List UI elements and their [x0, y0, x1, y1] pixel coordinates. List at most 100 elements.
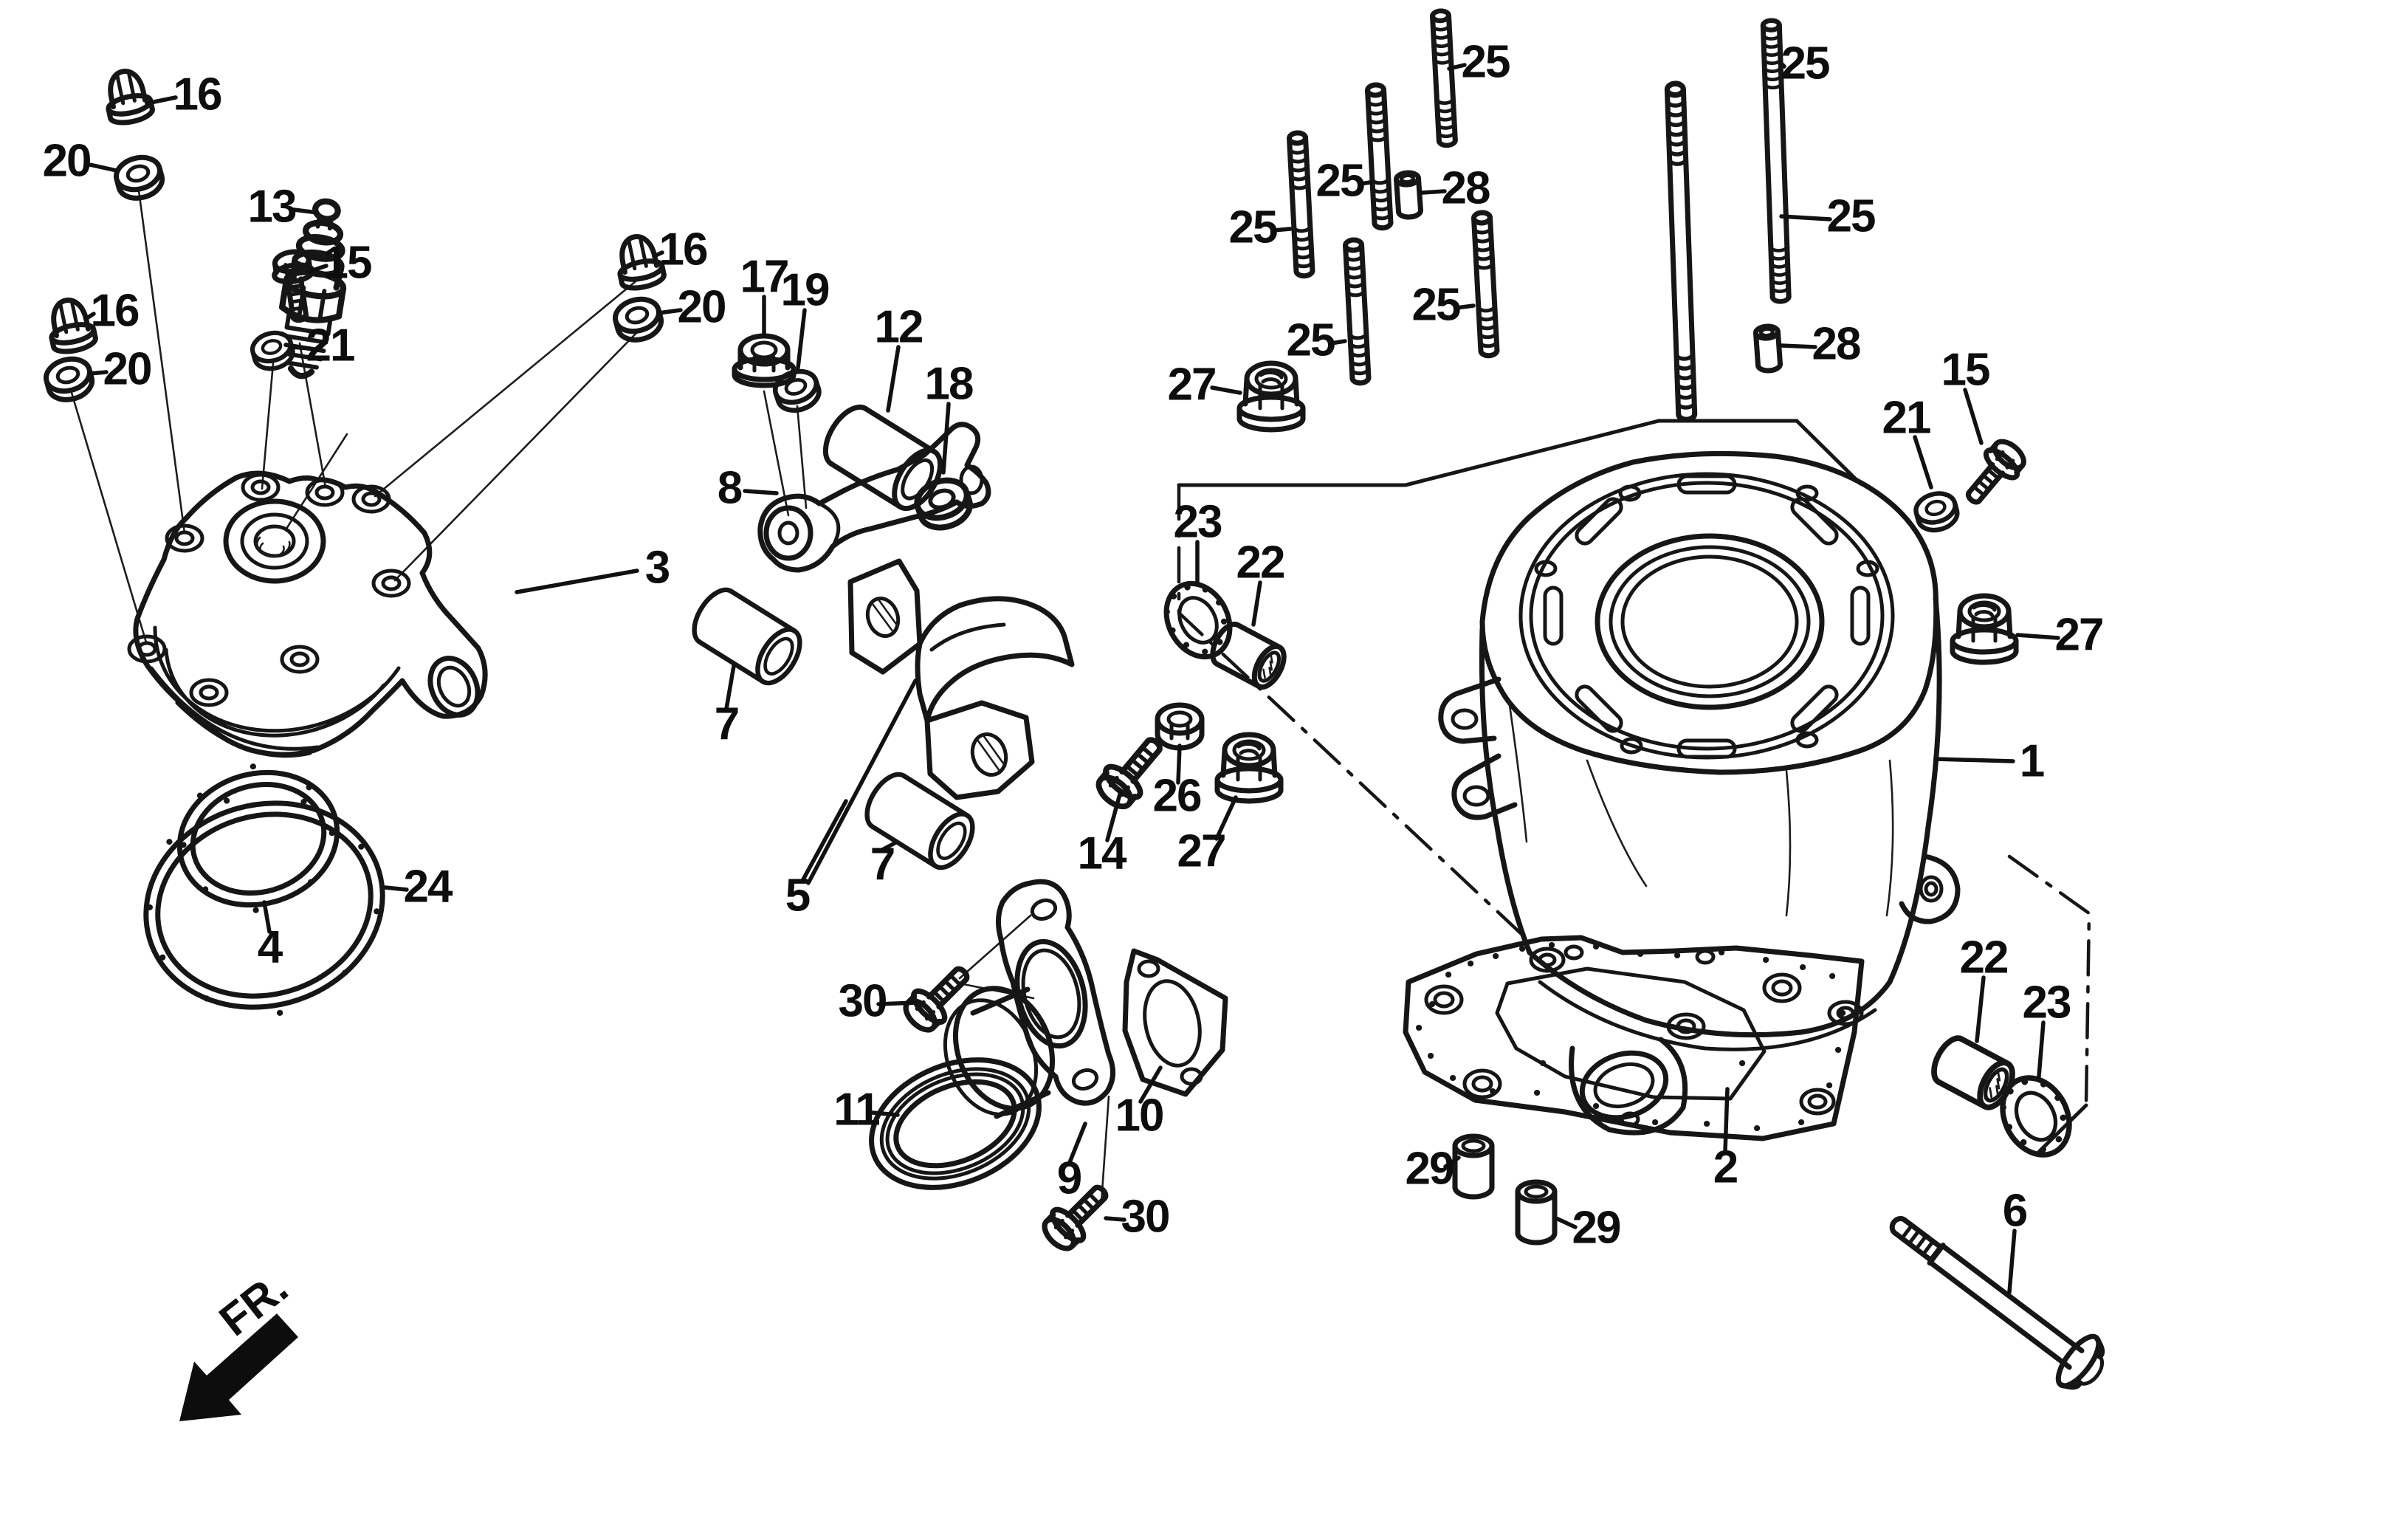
callout-25-16: 25: [1229, 202, 1293, 253]
part-number-label: 23: [2023, 977, 2071, 1028]
leader-line: [1723, 1087, 1730, 1154]
part-number-label: 22: [1960, 932, 2008, 983]
leader-line: [1913, 435, 1933, 490]
leader-line: [941, 402, 951, 475]
cylinder-drawing: [1438, 450, 1961, 1136]
part-number-label: 19: [781, 264, 829, 315]
part-number-label: 23: [1174, 496, 1222, 547]
part-number-label: 22: [1236, 537, 1284, 588]
part-number-label: 10: [1115, 1090, 1163, 1141]
part-number-label: 12: [875, 301, 923, 352]
leader-line: [1447, 63, 1467, 71]
callout-25-23: 25: [1779, 190, 1876, 241]
callout-29-43: 29: [1554, 1202, 1622, 1253]
part-number-label: 13: [248, 181, 296, 232]
part-number-label: 25: [1287, 315, 1335, 365]
part-number-label: 25: [1229, 202, 1277, 253]
leader-line: [1443, 1155, 1461, 1169]
zone-border-dashed: [1177, 483, 2091, 1107]
part-number-label: 6: [2003, 1185, 2027, 1236]
stud-25b: [1367, 84, 1391, 228]
leader-line: [84, 162, 119, 173]
leader-line: [876, 1000, 918, 1006]
part-number-label: 25: [1316, 155, 1364, 206]
leader-line: [2015, 633, 2060, 640]
leader-line: [1176, 743, 1182, 785]
callout-18-12: 18: [925, 358, 974, 475]
large-oring-24: [143, 797, 385, 1016]
callout-12-11: 12: [875, 301, 923, 413]
part-number-label: 24: [404, 861, 453, 912]
part-number-label: 28: [1442, 162, 1490, 213]
carb-gasket-10: [1122, 948, 1228, 1097]
leader-line: [1105, 789, 1123, 842]
stud-25f: [1667, 83, 1695, 420]
part-number-label: 29: [1406, 1143, 1454, 1194]
callout-28-24: 28: [1778, 318, 1862, 369]
part-number-label: 29: [1572, 1202, 1620, 1253]
callout-8-13: 8: [718, 462, 779, 513]
fr-arrow-shape: [179, 1313, 298, 1421]
cap-nut-16a: [101, 67, 154, 126]
callout-16-0: 16: [145, 69, 223, 120]
diagram-artwork: FR.: [43, 10, 2105, 1421]
cap-nut-27b: [1217, 735, 1281, 801]
bolt-30a: [899, 958, 979, 1037]
part-number-label: 7: [715, 698, 738, 749]
leader-line: [724, 664, 736, 711]
washer-19: [771, 366, 823, 415]
seal-23b: [1989, 1066, 2082, 1167]
leader-line: [806, 679, 918, 885]
leader-line: [87, 370, 109, 376]
leader-line: [2037, 1020, 2046, 1079]
seal-ring-11: [869, 1057, 1042, 1190]
part-number-label: 3: [645, 542, 670, 593]
leader-line: [1329, 339, 1347, 346]
base-flange-holes: [1529, 947, 1864, 1040]
bolt-15b: [1957, 435, 2031, 512]
zone-border-solid: [1177, 419, 2088, 1154]
part-number-label: 8: [718, 462, 742, 513]
part-number-label: 11: [833, 1084, 879, 1135]
callout-25-17: 25: [1316, 155, 1372, 206]
seal-23a: [1154, 572, 1242, 667]
callout-20-8: 20: [87, 343, 152, 394]
intake-pipe-9: [943, 879, 1115, 1119]
callout-21-26: 21: [1882, 392, 1933, 490]
part-number-label: 2: [1713, 1141, 1737, 1192]
callout-24-48: 24: [383, 861, 455, 912]
leader-line: [145, 95, 178, 106]
leader-line: [1067, 1122, 1087, 1167]
leader-line: [656, 308, 683, 315]
part-number-label: 9: [1057, 1153, 1081, 1203]
cap-nut-27a: [1239, 363, 1303, 430]
cylinder-head-drawing: [127, 470, 488, 758]
leader-line: [886, 345, 901, 413]
leader-line: [1778, 61, 1786, 69]
callout-19-10: 19: [781, 264, 830, 370]
head-lug-holes: [127, 473, 411, 707]
collar-7a: [686, 583, 808, 690]
part-number-label: 21: [1882, 392, 1930, 443]
callout-17-9: 17: [740, 251, 789, 336]
part-number-label: 30: [839, 975, 887, 1026]
leader-line: [1251, 580, 1262, 627]
bearing-22a: [1207, 619, 1290, 692]
part-number-label: 16: [173, 69, 221, 120]
part-number-label: 21: [306, 320, 354, 371]
callout-11-38: 11: [833, 1084, 900, 1135]
part-number-label: 14: [1078, 828, 1127, 879]
fr-direction-arrow: FR.: [179, 1263, 298, 1421]
callout-29-42: 29: [1406, 1143, 1461, 1194]
leader-line: [2007, 1229, 2017, 1294]
leader-line: [1104, 1216, 1126, 1222]
callout-22-45: 22: [1960, 932, 2009, 1043]
part-number-label: 25: [1462, 36, 1510, 87]
leader-line: [262, 900, 272, 934]
cap-nut-27c: [1953, 596, 2016, 662]
callout-27-33: 27: [1177, 795, 1238, 876]
leader-line: [1779, 214, 1832, 221]
head-gasket-slots: [1543, 474, 1871, 759]
part-number-label: 25: [1827, 190, 1875, 241]
